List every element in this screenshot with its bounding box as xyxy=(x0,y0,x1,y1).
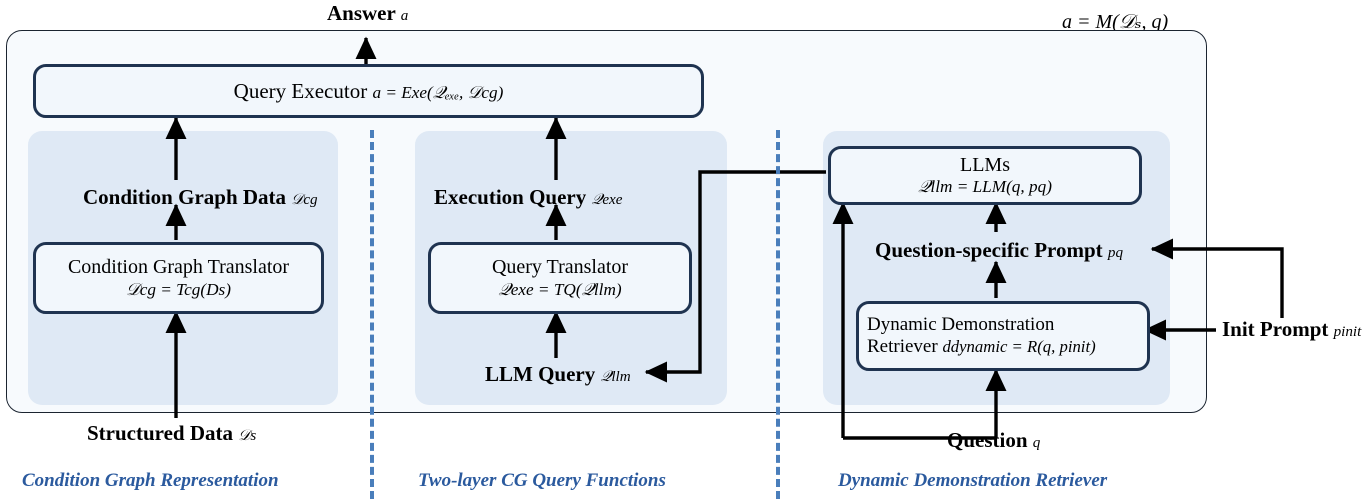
box-query-executor-formula: a = Exe(𝒬ₑₓₑ, 𝒟cg) xyxy=(372,82,504,102)
box-dynamic-demonstration-retriever-line2: Retriever ddynamic = R(q, pinit) xyxy=(867,336,1096,358)
box-query-executor-content: Query Executor a = Exe(𝒬ₑₓₑ, 𝒟cg) xyxy=(234,79,504,104)
box-dynamic-demonstration-retriever[interactable]: Dynamic Demonstration Retriever ddynamic… xyxy=(856,301,1150,371)
answer-symbol: a xyxy=(400,8,409,24)
model-formula: a = M(𝒟ₛ, q) xyxy=(1062,11,1169,33)
label-llm-query-text: LLM Query xyxy=(485,362,596,386)
label-question: Question q xyxy=(947,428,1040,453)
label-structured-data-text: Structured Data xyxy=(87,421,234,445)
label-condition-graph-data-text: Condition Graph Data xyxy=(83,185,287,209)
label-condition-graph-data-symbol: 𝒟cg xyxy=(291,192,318,208)
label-condition-graph-data: Condition Graph Data 𝒟cg xyxy=(83,185,318,210)
label-execution-query-symbol: 𝒬exe xyxy=(591,192,623,208)
box-dynamic-demonstration-retriever-formula: ddynamic = R(q, pinit) xyxy=(942,337,1096,356)
label-llm-query-symbol: 𝒬llm xyxy=(600,369,631,385)
box-condition-graph-translator-title: Condition Graph Translator xyxy=(67,256,290,279)
section-divider-left xyxy=(370,130,374,499)
box-query-translator[interactable]: Query Translator 𝒬exe = TQ(𝒬llm) xyxy=(428,242,692,314)
label-question-specific-prompt: Question-specific Prompt pq xyxy=(875,238,1123,263)
caption-dynamic-demonstration-retriever: Dynamic Demonstration Retriever xyxy=(838,470,1108,491)
section-divider-right xyxy=(776,130,780,499)
label-question-specific-prompt-text: Question-specific Prompt xyxy=(875,238,1103,262)
label-llm-query: LLM Query 𝒬llm xyxy=(485,362,631,387)
box-llms[interactable]: LLMs 𝒬llm = LLM(q, pq) xyxy=(828,146,1142,205)
box-query-translator-title: Query Translator xyxy=(491,256,629,279)
box-dynamic-demonstration-retriever-title-line1: Dynamic Demonstration xyxy=(867,313,1055,335)
label-question-text: Question xyxy=(947,428,1028,452)
label-init-prompt-text: Init Prompt xyxy=(1222,317,1329,341)
label-structured-data-symbol: 𝒟s xyxy=(238,428,257,444)
answer-label: Answer a xyxy=(327,1,408,26)
box-llms-title: LLMs xyxy=(960,153,1010,176)
label-execution-query-text: Execution Query xyxy=(434,185,587,209)
label-init-prompt: Init Prompt pinit xyxy=(1222,317,1361,342)
label-execution-query: Execution Query 𝒬exe xyxy=(434,185,622,210)
label-structured-data: Structured Data 𝒟s xyxy=(87,421,256,446)
box-query-translator-formula: 𝒬exe = TQ(𝒬llm) xyxy=(498,279,622,299)
box-dynamic-demonstration-retriever-title-line2: Retriever xyxy=(867,336,938,357)
box-condition-graph-translator[interactable]: Condition Graph Translator 𝒟cg = Tcg(Ds) xyxy=(33,242,324,314)
box-query-executor-title: Query Executor xyxy=(233,78,368,103)
box-query-executor[interactable]: Query Executor a = Exe(𝒬ₑₓₑ, 𝒟cg) xyxy=(33,64,704,118)
box-llms-formula: 𝒬llm = LLM(q, pq) xyxy=(918,177,1052,197)
caption-two-layer-cg-query-functions: Two-layer CG Query Functions xyxy=(418,470,666,491)
box-condition-graph-translator-formula: 𝒟cg = Tcg(Ds) xyxy=(126,279,231,299)
label-init-prompt-symbol: pinit xyxy=(1333,324,1362,340)
caption-condition-graph-representation: Condition Graph Representation xyxy=(22,470,279,491)
label-question-symbol: q xyxy=(1032,435,1041,451)
label-question-specific-prompt-symbol: pq xyxy=(1107,245,1124,261)
answer-label-text: Answer xyxy=(327,1,396,25)
